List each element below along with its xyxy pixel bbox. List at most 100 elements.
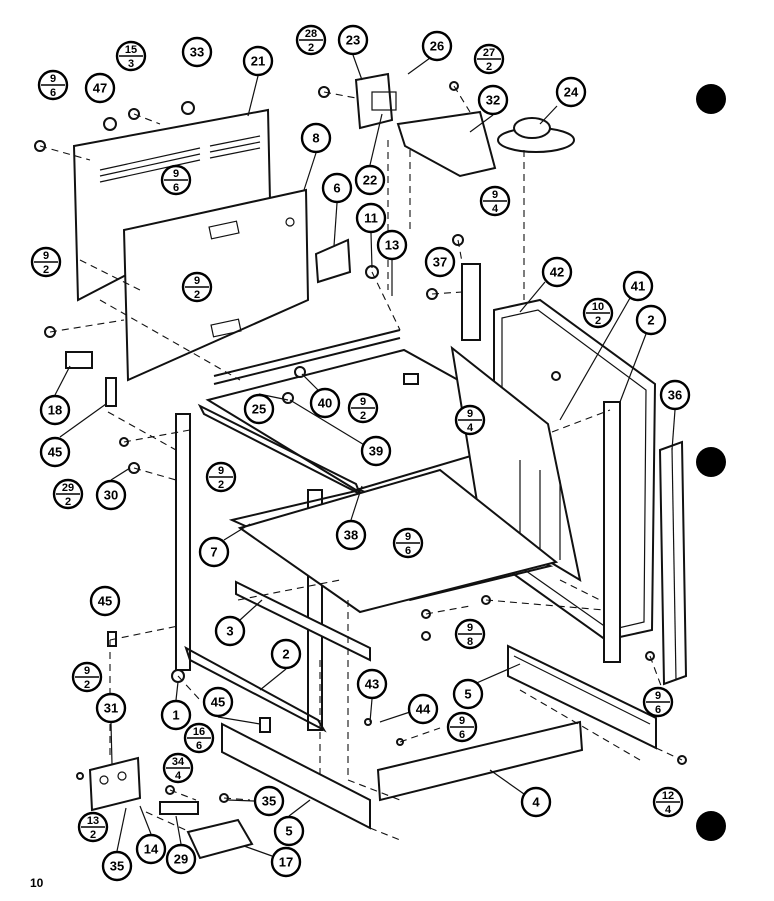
right-lower-rail: [507, 644, 657, 750]
callout-label: 47: [93, 81, 107, 96]
part-callout: 5: [273, 815, 305, 847]
callout-circle: [335, 519, 367, 551]
fraction-denominator: 4: [665, 804, 672, 816]
fraction-numerator: 9: [459, 715, 465, 727]
fraction-denominator: 4: [492, 203, 499, 215]
fraction-callout: 282: [295, 24, 327, 56]
callout-circle: [407, 693, 439, 725]
fraction-callout: 94: [454, 404, 486, 436]
callout-label: 29: [174, 852, 188, 867]
callout-circle: [89, 585, 121, 617]
callout-label: 39: [369, 444, 383, 459]
fraction-numerator: 9: [467, 622, 473, 634]
rail: [235, 580, 371, 662]
fraction-callout: 292: [52, 478, 84, 510]
fraction-numerator: 34: [172, 756, 185, 768]
callout-circle: [160, 699, 192, 731]
fraction-numerator: 9: [194, 275, 200, 287]
callout-circle: [39, 436, 71, 468]
callout-label: 45: [98, 594, 112, 609]
part-callout: 39: [360, 435, 392, 467]
callout-label: 40: [318, 396, 332, 411]
callout-label: 5: [285, 824, 292, 839]
fraction-denominator: 2: [308, 42, 314, 54]
registration-dot: [696, 811, 726, 841]
fraction-numerator: 15: [125, 44, 137, 56]
part-callout: 43: [356, 668, 388, 700]
callout-circle: [95, 479, 127, 511]
part-callout: 2: [635, 304, 667, 336]
fraction-numerator: 9: [492, 189, 498, 201]
part-callout: 36: [659, 379, 691, 411]
part-callout: 24: [555, 76, 587, 108]
fraction-numerator: 9: [218, 465, 224, 477]
part-callout: 37: [424, 246, 456, 278]
part-callout: 29: [165, 843, 197, 875]
leg-bracket: [88, 756, 142, 812]
part-callout: 42: [541, 256, 573, 288]
registration-dot: [696, 447, 726, 477]
callout-circle: [253, 785, 285, 817]
fraction-numerator: 9: [360, 396, 366, 408]
page-number: 10: [30, 876, 44, 890]
part-callout: 22: [354, 164, 386, 196]
part-callout: 21: [242, 45, 274, 77]
part-callout: 45: [39, 436, 71, 468]
callout-label: 43: [365, 677, 379, 692]
part-callout: 6: [321, 172, 353, 204]
fraction-callout: 96: [37, 69, 69, 101]
fraction-callout: 102: [582, 297, 614, 329]
fraction-denominator: 2: [360, 410, 366, 422]
fraction-numerator: 9: [405, 531, 411, 543]
part-callout: 41: [622, 270, 654, 302]
left-lower-rail: [221, 722, 371, 830]
callout-circle: [165, 843, 197, 875]
callout-label: 38: [344, 528, 358, 543]
callout-label: 6: [333, 181, 340, 196]
callout-label: 1: [172, 708, 179, 723]
side-bracket: [314, 238, 352, 284]
callout-circle: [355, 202, 387, 234]
callout-circle: [243, 393, 275, 425]
assembly-guide-lines: [39, 85, 683, 841]
part-callout: 8: [300, 122, 332, 154]
callout-label: 26: [430, 39, 444, 54]
callout-circle: [520, 786, 552, 818]
callout-circle: [622, 270, 654, 302]
fraction-denominator: 6: [173, 182, 179, 194]
right-front-post: [603, 401, 621, 663]
part-callout: 1: [160, 699, 192, 731]
part-callout: 47: [84, 72, 116, 104]
top-burner-box: [396, 110, 575, 178]
fraction-callout: 272: [473, 43, 505, 75]
fraction-callout: 96: [642, 686, 674, 718]
callout-label: 36: [668, 388, 682, 403]
callout-circle: [424, 246, 456, 278]
callout-label: 24: [564, 85, 579, 100]
callout-circle: [356, 668, 388, 700]
callout-circle: [214, 615, 246, 647]
callout-label: 25: [252, 402, 266, 417]
fraction-callout: 132: [77, 811, 109, 843]
fraction-denominator: 4: [467, 422, 474, 434]
fraction-numerator: 9: [43, 250, 49, 262]
callout-label: 14: [144, 842, 159, 857]
fraction-callout: 92: [71, 661, 103, 693]
callout-circle: [452, 678, 484, 710]
fraction-numerator: 10: [592, 301, 604, 313]
callout-circle: [101, 850, 133, 882]
fraction-denominator: 2: [43, 264, 49, 276]
callout-circle: [477, 84, 509, 116]
part-callout: 35: [101, 850, 133, 882]
fraction-callout: 92: [181, 271, 213, 303]
part-callout: 26: [421, 30, 453, 62]
part-callout: 30: [95, 479, 127, 511]
callout-circle: [376, 229, 408, 261]
fraction-callout: 96: [392, 527, 424, 559]
callout-circle: [300, 122, 332, 154]
fraction-denominator: 3: [128, 58, 134, 70]
callout-label: 2: [647, 313, 654, 328]
callout-label: 23: [346, 33, 360, 48]
